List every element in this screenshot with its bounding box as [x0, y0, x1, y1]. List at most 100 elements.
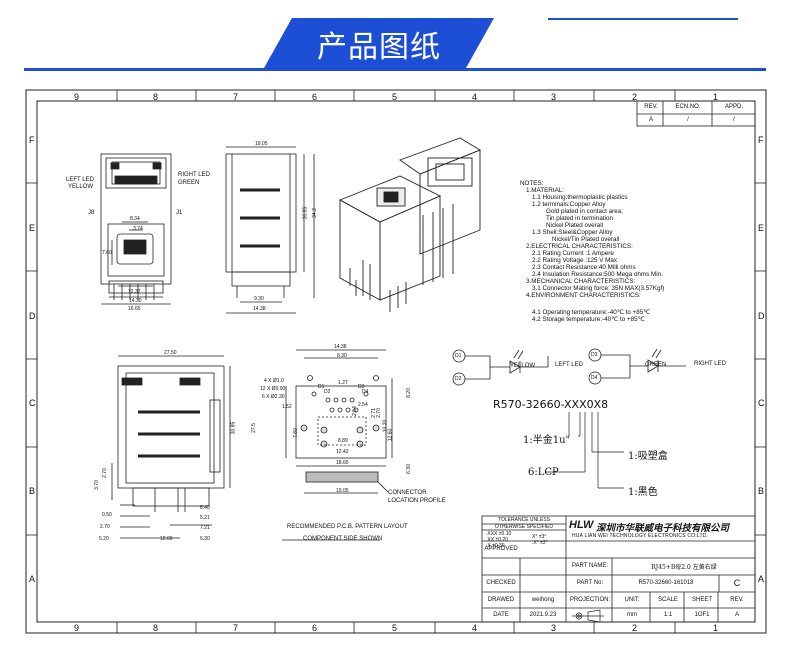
led-d1-label: D1 [455, 353, 462, 359]
zone-col-5-bottom: 5 [392, 623, 398, 633]
dim-27-50: 27.50 [164, 350, 177, 356]
angle-tolerance-row: X° ±3° [532, 534, 547, 540]
hole-label-3: 6 X Ø2.30 [262, 394, 285, 400]
tolerance-title: TOLERANCE UNLESS [498, 517, 550, 523]
note-line: Tin plated in termination [546, 215, 613, 222]
left-led-schematic-label: LEFT LED [555, 362, 583, 368]
pcb-dim-2-70: 2.70 [375, 408, 382, 418]
pcb-dim-19-05: 19.05 [336, 488, 349, 494]
zone-col-6-bottom: 6 [312, 623, 318, 633]
sheet-label: SHEET [691, 597, 712, 603]
zone-col-1-bottom: 1 [713, 623, 719, 633]
pcb-dim-18-65: 18.65 [336, 460, 349, 466]
note-line: 4.2 Storage temperature:-40℃ to +85℃ [532, 316, 645, 323]
note-line: NOTES: [520, 180, 544, 187]
dim-3-74: 3.74 [133, 226, 143, 232]
zone-col-6: 6 [312, 92, 318, 102]
tolerance-row: .XX ±0.20 [486, 537, 508, 543]
angle-tolerance-row: .X° ±2° [532, 540, 548, 546]
tolerance-subtitle: OTHERWISE SPECIFIED [495, 524, 553, 530]
pcb-dim-14-38: 14.38 [334, 344, 347, 350]
note-line: 2.3 Contact Resistance:40 Milli ohms [532, 264, 636, 271]
dim-30-85-bottom: 30.85 [230, 421, 237, 435]
zone-row-e: E [29, 223, 36, 233]
part-number: R570-32660-161018 [638, 580, 694, 586]
dim-34-2: 34.2 [311, 208, 318, 218]
led-green-label: GREEN [645, 362, 667, 368]
dim-27-5: 27.5 [250, 423, 257, 433]
dim-8-40: 8.40 [200, 505, 210, 511]
note-line: 2.1 Rating Current :1 Ampere [532, 250, 614, 257]
zone-row-f: F [29, 135, 35, 145]
banner-underline [24, 68, 766, 71]
part-name: RJ45+B母2.0 左黄右绿 [651, 564, 717, 571]
zone-col-4: 4 [472, 92, 478, 102]
rev-value: A [648, 117, 653, 123]
rev-header-ecn: ECN.NO. [675, 104, 701, 110]
zone-row-c-right: C [758, 398, 765, 408]
zone-col-8-bottom: 8 [153, 623, 159, 633]
dim-6-30: 6.30 [200, 536, 210, 542]
dim-8-34: 8.34 [130, 216, 140, 222]
rev-appd-value: / [733, 117, 735, 123]
rev-ecn-value: / [687, 117, 689, 123]
left-led-label: LEFT LED [66, 177, 94, 183]
pcb-led-d1: D1 [318, 384, 325, 390]
left-led-color: YELLOW [68, 184, 94, 190]
note-line: Gold plated in contact area; [546, 208, 624, 215]
zone-row-d: D [29, 311, 36, 321]
dim-2-70-h: 2.70 [100, 524, 110, 530]
projection-label: PROJECTION: [569, 597, 611, 603]
dim-0-50: 0.50 [102, 512, 112, 518]
note-line: 2.ELECTRICAL CHARACTERISTICS: [526, 243, 633, 250]
zone-col-9: 9 [74, 92, 80, 102]
right-led-schematic-label: RIGHT LED [694, 361, 726, 367]
page-title: 产品图纸 [317, 30, 441, 65]
led-yellow-label: YELLOW [510, 363, 536, 369]
dim-7-60: 7.60 [102, 250, 112, 256]
drawer-name: weihong [531, 597, 555, 603]
part-option-gold: 1:半金1u" [523, 435, 571, 446]
approved-label: APPROVED [484, 546, 518, 552]
note-line: 1.1 Housing:thermoplastic plastics [532, 194, 628, 201]
zone-row-d-right: D [758, 311, 765, 321]
dim-5-20: 5.20 [99, 536, 109, 542]
pcb-layout-subtitle: COMPONENT SIDE SHOWN [303, 536, 383, 542]
zone-col-3: 3 [551, 92, 557, 102]
right-led-label: RIGHT LED [178, 172, 210, 178]
note-line: 3.MECHANICAL CHARACTERISTICS: [526, 278, 636, 285]
company-name-en: HUA LIAN WEI TECHNOLOGY ELECTRONICS CO;L… [572, 533, 709, 539]
dim-9-30: 9.30 [254, 296, 264, 302]
led-d2-label: D2 [455, 376, 462, 382]
dim-12-37: 12.37 [128, 289, 141, 295]
date-label: DATE [493, 612, 509, 618]
zone-col-3-bottom: 3 [551, 623, 557, 633]
banner-shape [264, 18, 494, 68]
zone-col-1: 1 [713, 92, 719, 102]
pcb-dim-12-60: 12.60 [387, 428, 394, 442]
pcb-dim-12-42: 12.42 [336, 449, 349, 455]
scale-label: SCALE [658, 597, 678, 603]
rev-value-block: A [734, 612, 739, 618]
part-name-label: PART NAME: [571, 563, 608, 569]
hole-label-2: 12 X Ø0.90 [260, 386, 286, 392]
pcb-dim-7-60: 7.60 [292, 428, 299, 438]
zone-row-a-right: A [758, 574, 765, 584]
zone-row-e-right: E [758, 223, 765, 233]
note-line: 2.4 Insulation Resistance:500 Mega ohms … [532, 271, 663, 278]
part-option-lcp: 6:LCP [528, 467, 559, 478]
pcb-led-d4: D4 [362, 389, 369, 395]
note-line: 1.2 terminals:Copper Alloy [532, 201, 606, 208]
dim-7-21: 7.21 [200, 525, 210, 531]
sheet-value: 1OF1 [694, 612, 710, 618]
dim-14-30: 14.30 [129, 298, 142, 304]
zone-row-b-right: B [758, 486, 765, 496]
checked-label: CHECKED [486, 580, 516, 586]
pcb-led-d2: D2 [324, 389, 331, 395]
right-led-color: GREEN [178, 180, 200, 186]
dim-19-05: 19.05 [255, 141, 268, 147]
tolerance-row: .X ±0.30 [486, 543, 505, 549]
rev-header-appd: APPD. [724, 104, 743, 110]
tolerance-row: .XXX ±0.10 [486, 531, 512, 537]
